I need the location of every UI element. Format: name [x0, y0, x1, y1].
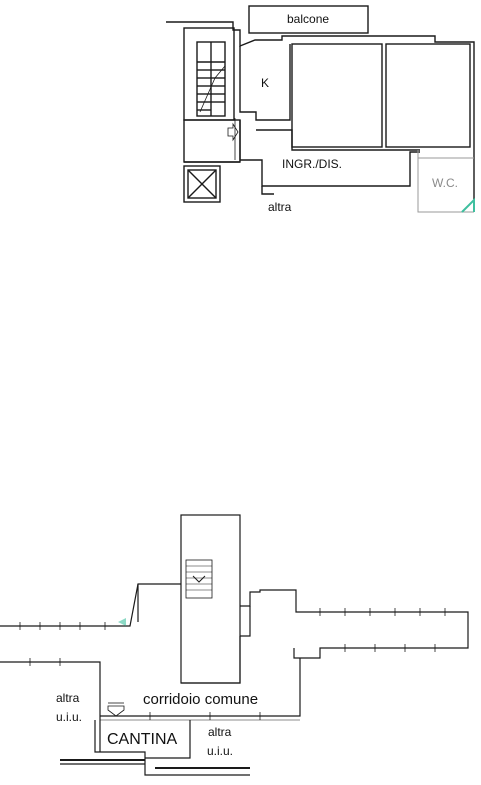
other-unit-left-line1: altra [56, 691, 80, 705]
tick-marks [19, 608, 446, 720]
cantina-walls [94, 720, 250, 776]
basement-stair-core [180, 514, 241, 684]
kitchen-walls [239, 44, 291, 121]
other-unit-left-line2: u.i.u. [56, 710, 83, 724]
basement-plan [0, 514, 469, 776]
entrance-label: INGR./DIS. [282, 157, 343, 171]
cellar-label: CANTINA [107, 731, 178, 748]
other-unit-label: altra [268, 200, 292, 214]
accent-mark [118, 618, 126, 626]
kitchen-label: K [261, 76, 270, 90]
room-2 [385, 43, 471, 148]
wc-label: W.C. [432, 176, 458, 190]
wc-walls [417, 150, 474, 213]
lift-shaft [183, 165, 221, 203]
other-unit-right-line1: altra [208, 725, 232, 739]
stair-arrow-icon [192, 575, 206, 583]
outer-top-wall [166, 21, 475, 212]
corridor-label: corridoio comune [143, 691, 259, 708]
landing [183, 119, 241, 163]
corridor-lower-wall [0, 661, 101, 752]
balcony-label: balcone [287, 12, 330, 26]
upper-floor-plan [166, 5, 475, 212]
accent-door-icon [461, 197, 475, 213]
balcony-outline [248, 5, 369, 34]
room-1 [291, 43, 383, 148]
right-corridor-upper [240, 589, 469, 659]
entry-arrow-icon [227, 122, 239, 142]
corridor-south-wall [100, 658, 301, 717]
entry-arrow-down-icon [107, 705, 125, 717]
other-unit-right-line2: u.i.u. [207, 744, 234, 758]
left-corridor-upper [0, 583, 181, 627]
